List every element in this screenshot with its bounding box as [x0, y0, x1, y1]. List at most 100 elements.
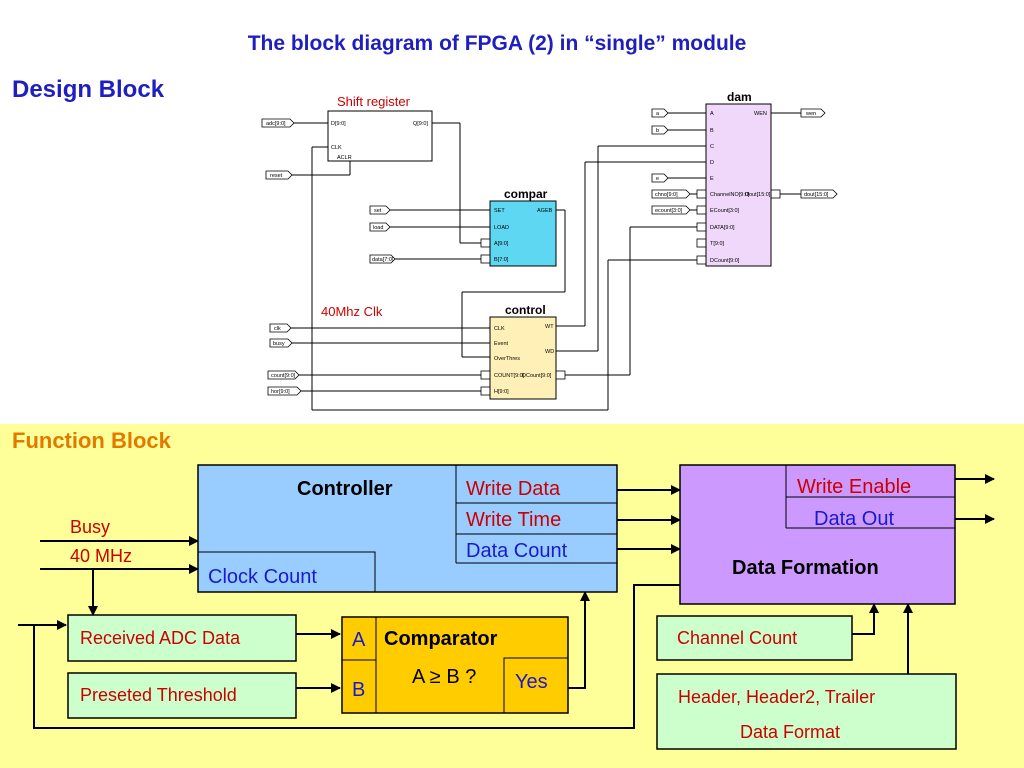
- svg-text:b: b: [656, 128, 659, 134]
- schematic-wires: [289, 112, 801, 411]
- function-wires: [18, 474, 995, 729]
- svg-text:hor[9:0]: hor[9:0]: [271, 389, 290, 395]
- svg-text:Dout[15:0]: Dout[15:0]: [745, 192, 771, 198]
- input-load: load: [369, 222, 391, 232]
- svg-text:dout[15:0]: dout[15:0]: [804, 192, 829, 198]
- dam-title: dam: [727, 90, 752, 104]
- output-dout: dout[15:0]: [800, 189, 838, 199]
- controller-title: Controller: [297, 478, 393, 500]
- svg-text:Preseted Threshold: Preseted Threshold: [80, 685, 237, 705]
- input-hor: hor[9:0]: [267, 386, 302, 396]
- svg-text:DCount[9:0]: DCount[9:0]: [710, 258, 740, 264]
- svg-text:load: load: [373, 225, 383, 231]
- svg-text:chno[9:0]: chno[9:0]: [655, 192, 678, 198]
- svg-text:Q[9:0]: Q[9:0]: [413, 121, 428, 127]
- output-tags: wen dout[15:0]: [800, 108, 838, 199]
- svg-text:H[9:0]: H[9:0]: [494, 389, 509, 395]
- svg-text:a: a: [656, 111, 660, 117]
- input-reset: reset: [265, 170, 293, 180]
- mhz-label: 40 MHz: [70, 546, 132, 566]
- svg-text:T[9:0]: T[9:0]: [710, 241, 725, 247]
- svg-text:LOAD: LOAD: [494, 225, 509, 231]
- header-format-box: Header, Header2, Trailer Data Format: [656, 673, 957, 750]
- svg-text:clk: clk: [274, 326, 281, 332]
- clock-count-label: Clock Count: [208, 566, 317, 588]
- compar-block: compar SET LOAD A[9:0] B[7:0] AGEB: [489, 187, 557, 267]
- output-wen: wen: [800, 108, 826, 118]
- svg-text:D: D: [710, 160, 714, 166]
- shift-register-block: D[9:0] Q[9:0] CLK ACLR: [327, 110, 433, 162]
- svg-text:AGEB: AGEB: [537, 208, 553, 214]
- svg-text:Data Format: Data Format: [740, 722, 840, 742]
- svg-text:wen: wen: [805, 111, 816, 117]
- svg-text:B: B: [710, 128, 714, 134]
- svg-text:WT: WT: [545, 324, 554, 330]
- schematic: Shift register 40Mhz Clk: [261, 90, 838, 411]
- svg-text:D[9:0]: D[9:0]: [331, 121, 346, 127]
- input-busy: busy: [269, 338, 293, 348]
- svg-text:reset: reset: [270, 173, 283, 179]
- svg-text:CLK: CLK: [494, 326, 505, 332]
- svg-text:adc[9:0]: adc[9:0]: [266, 121, 286, 127]
- function-block-heading: Function Block: [12, 428, 172, 453]
- svg-text:count[9:0]: count[9:0]: [271, 373, 296, 379]
- svg-text:CLK: CLK: [331, 145, 342, 151]
- control-title: control: [505, 303, 546, 317]
- controller-block: Controller Write Data Write Time Data Co…: [197, 464, 618, 593]
- svg-text:WD: WD: [545, 349, 554, 355]
- svg-text:COUNT[9:0]: COUNT[9:0]: [494, 373, 525, 379]
- data-formation-title: Data Formation: [732, 557, 879, 579]
- svg-text:set: set: [374, 208, 382, 214]
- input-ecount: ecount[3:0]: [651, 205, 691, 215]
- input-a: a: [651, 108, 669, 118]
- compar-title: compar: [504, 187, 548, 201]
- svg-text:data[7:0]: data[7:0]: [372, 257, 394, 263]
- function-diagram: Controller Write Data Write Time Data Co…: [18, 464, 995, 750]
- svg-text:busy: busy: [273, 341, 285, 347]
- data-count-label: Data Count: [466, 540, 568, 562]
- slide-title: The block diagram of FPGA (2) in “single…: [248, 32, 747, 55]
- input-set: set: [369, 205, 391, 215]
- svg-text:C: C: [710, 144, 714, 150]
- received-adc-box: Received ADC Data: [67, 614, 297, 662]
- svg-text:ChannelNO[9:0]: ChannelNO[9:0]: [710, 192, 750, 198]
- comparator-block: A B Comparator A ≥ B ? Yes: [341, 616, 569, 714]
- svg-text:Received ADC Data: Received ADC Data: [80, 628, 241, 648]
- svg-text:DATA[9:0]: DATA[9:0]: [710, 225, 735, 231]
- input-clk: clk: [269, 323, 292, 333]
- control-block: control CLK Event OverThres COUNT[9:0] H…: [489, 303, 557, 400]
- clock-annotation: 40Mhz Clk: [321, 304, 383, 319]
- input-b: b: [651, 125, 669, 135]
- svg-text:A: A: [710, 111, 714, 117]
- comparator-yes: Yes: [515, 671, 548, 693]
- dam-block: dam A B C D E ChannelNO[9:0] ECount[3:0]…: [705, 90, 772, 267]
- svg-text:E: E: [710, 176, 714, 182]
- shift-register-annotation: Shift register: [337, 94, 411, 109]
- input-e: e: [651, 173, 669, 183]
- input-count: count[9:0]: [267, 370, 300, 380]
- svg-text:DCount[9:0]: DCount[9:0]: [522, 373, 552, 379]
- design-block-heading: Design Block: [12, 76, 165, 103]
- input-data: data[7:0]: [369, 254, 396, 264]
- comparator-title: Comparator: [384, 628, 498, 650]
- svg-text:Event: Event: [494, 341, 509, 347]
- svg-text:B[7:0]: B[7:0]: [494, 257, 509, 263]
- svg-text:Channel Count: Channel Count: [677, 628, 797, 648]
- preseted-threshold-box: Preseted Threshold: [67, 672, 297, 719]
- svg-text:WEN: WEN: [754, 111, 767, 117]
- channel-count-box: Channel Count: [656, 615, 853, 661]
- svg-text:OverThres: OverThres: [494, 356, 520, 362]
- svg-text:e: e: [656, 176, 659, 182]
- comparator-expression: A ≥ B ?: [412, 666, 476, 688]
- svg-text:SET: SET: [494, 208, 505, 214]
- data-out-label: Data Out: [814, 508, 894, 530]
- input-adc: adc[9:0]: [261, 118, 295, 128]
- input-chno: chno[9:0]: [651, 189, 691, 199]
- svg-text:A[9:0]: A[9:0]: [494, 241, 509, 247]
- write-time-label: Write Time: [466, 509, 561, 531]
- comparator-input-a: A: [352, 629, 366, 651]
- data-formation-block: Write Enable Data Out Data Formation: [679, 464, 956, 605]
- svg-text:ECount[3:0]: ECount[3:0]: [710, 208, 740, 214]
- busy-label: Busy: [70, 517, 110, 537]
